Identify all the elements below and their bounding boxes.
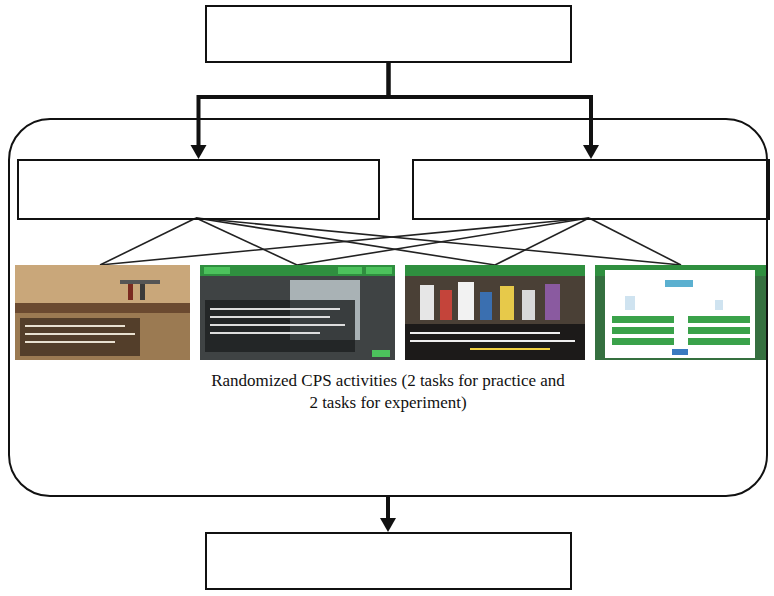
button (665, 280, 693, 287)
text-line (25, 325, 125, 327)
button (688, 316, 750, 323)
caption-text: Randomized CPS activities (2 tasks for p… (208, 370, 568, 414)
screenshot-ground (200, 265, 395, 360)
bottle (140, 284, 145, 300)
text-line (210, 324, 345, 326)
button (204, 267, 230, 274)
text-panel (20, 318, 140, 356)
room-screenshot (200, 265, 395, 360)
text-line (25, 341, 115, 343)
button (672, 349, 688, 355)
screenshot-ground (595, 265, 768, 360)
text-line (410, 340, 575, 342)
bottle (420, 285, 434, 320)
button (612, 338, 674, 345)
bottle (440, 290, 452, 320)
text-panel (405, 324, 585, 360)
screenshot-ground (15, 265, 190, 360)
button (612, 316, 674, 323)
kitchen-screenshot (15, 265, 190, 360)
rack (120, 280, 160, 284)
activity-region: Randomized CPS activities (2 tasks for p… (8, 118, 768, 497)
fan-lines (100, 218, 681, 265)
fan-line (196, 218, 681, 265)
button (688, 338, 750, 345)
counter (15, 303, 190, 313)
flow-arrow (191, 63, 389, 159)
fan-line (495, 218, 589, 265)
dialog (605, 270, 755, 358)
process-box (205, 532, 572, 590)
bottle (480, 292, 492, 320)
fan-line (100, 218, 589, 265)
bottle (522, 290, 535, 320)
jug-icon (715, 300, 723, 310)
button (366, 267, 392, 274)
text-line (410, 332, 560, 334)
fan-line (297, 218, 589, 265)
bathroom-screenshot (405, 265, 585, 360)
text-line (470, 348, 550, 350)
dialog-screenshot (595, 265, 768, 360)
button (612, 327, 674, 334)
header-bar (405, 265, 585, 276)
bottle (128, 284, 133, 300)
process-box (17, 159, 380, 220)
flow-arrow (389, 63, 600, 159)
arrow-head (583, 145, 599, 159)
fan-line (589, 218, 681, 265)
connector-line (199, 63, 389, 147)
screenshot-ground (405, 265, 585, 360)
bottle (458, 282, 474, 320)
button (688, 327, 750, 334)
header-bar (200, 265, 395, 276)
text-line (210, 316, 330, 318)
process-box (412, 159, 770, 220)
text-panel (205, 300, 355, 352)
connector-line (386, 497, 390, 520)
button (372, 350, 390, 357)
text-line (210, 332, 320, 334)
connector-line (389, 63, 592, 147)
button (338, 267, 362, 274)
process-box (205, 5, 572, 63)
text-line (210, 308, 340, 310)
arrow-head (191, 145, 207, 159)
bottle (545, 284, 560, 320)
arrow-head (380, 518, 396, 532)
wall (15, 265, 190, 303)
jug-icon (625, 296, 635, 310)
bottle (500, 286, 514, 320)
text-line (25, 333, 135, 335)
fan-line (196, 218, 297, 265)
flow-arrow (380, 497, 396, 532)
